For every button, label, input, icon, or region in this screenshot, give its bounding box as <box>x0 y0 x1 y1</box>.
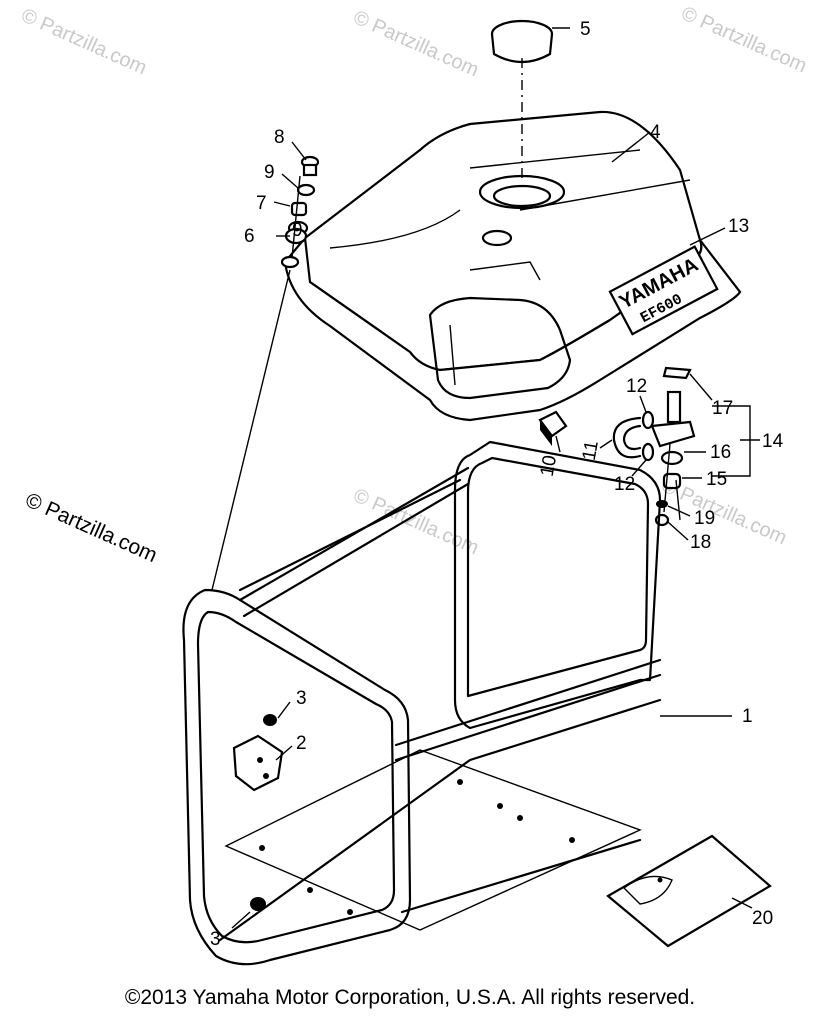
callout-12-lower: 12 <box>614 474 635 495</box>
tank-cushion <box>538 410 568 446</box>
callout-6: 6 <box>244 226 255 247</box>
frame-bracket <box>232 734 284 792</box>
callout-1: 1 <box>742 706 753 727</box>
callout-5: 5 <box>580 19 591 40</box>
copyright-notice: ©2013 Yamaha Motor Corporation, U.S.A. A… <box>124 986 696 1009</box>
rubber-foot <box>606 834 772 948</box>
callout-7: 7 <box>256 193 267 214</box>
frame-nut-lower <box>250 897 266 911</box>
callout-4: 4 <box>650 122 661 143</box>
callout-16: 16 <box>710 442 731 463</box>
callout-labels: 5 4 13 8 9 7 6 9 17 14 16 15 19 18 12 12… <box>210 19 784 950</box>
fuel-cap <box>490 19 554 180</box>
watermark-text: © Partzilla.com <box>678 2 810 77</box>
generator-frame <box>182 269 681 966</box>
watermark-text: © Partzilla.com <box>350 6 482 81</box>
callout-20: 20 <box>752 908 773 929</box>
frame-nut-upper <box>263 714 277 726</box>
callout-12-upper: 12 <box>626 376 647 397</box>
callout-10: 10 <box>537 454 561 478</box>
watermark-text: © Partzilla.com <box>350 484 482 559</box>
callout-18: 18 <box>690 532 711 553</box>
callout-15: 15 <box>706 469 727 490</box>
callout-13: 13 <box>728 216 749 237</box>
callout-8: 8 <box>274 127 285 148</box>
fuel-cock-assembly <box>612 366 696 527</box>
partzilla-watermark: © Partzilla.com <box>22 489 161 568</box>
callout-17: 17 <box>712 398 733 419</box>
callout-2: 2 <box>296 733 307 754</box>
callout-11: 11 <box>579 439 603 462</box>
fuel-tank <box>280 110 742 422</box>
callout-9-lower: 9 <box>292 220 303 241</box>
callout-9-upper: 9 <box>264 162 275 183</box>
tank-fasteners <box>284 155 320 259</box>
watermark-text: © Partzilla.com <box>18 4 150 79</box>
callout-19: 19 <box>694 508 715 529</box>
callout-leaders <box>231 27 760 929</box>
callout-3-upper: 3 <box>296 688 307 709</box>
callout-3-lower: 3 <box>210 929 221 950</box>
callout-14: 14 <box>762 431 784 452</box>
